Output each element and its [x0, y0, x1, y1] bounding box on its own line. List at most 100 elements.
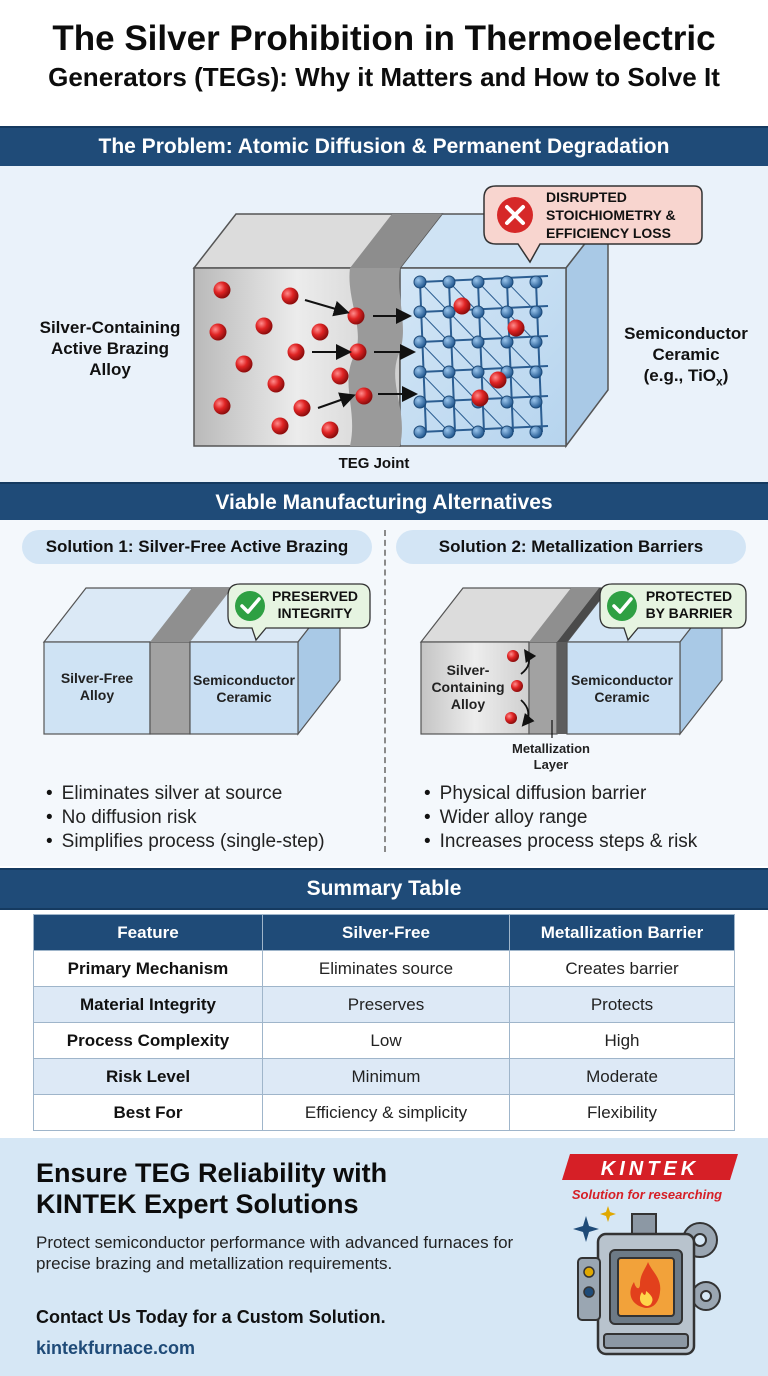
- cta-headline-line: Ensure TEG Reliability with: [36, 1158, 388, 1188]
- diffusion-arrow: [317, 392, 356, 409]
- table-cell: Creates barrier: [509, 950, 735, 987]
- table-cell: Material Integrity: [33, 986, 263, 1023]
- lattice-bond: [477, 281, 508, 313]
- silver-atom: [281, 287, 299, 305]
- callout-line: STOICHIOMETRY &: [546, 207, 676, 223]
- solution1-title: Solution 1: Silver-Free Active Brazing: [22, 530, 372, 564]
- lattice-atom: [529, 275, 543, 289]
- bullet-item: Wider alloy range: [424, 806, 697, 830]
- lattice-atom: [471, 275, 485, 289]
- diffusion-diagram: DISRUPTED STOICHIOMETRY & EFFICIENCY LOS…: [192, 185, 703, 472]
- silver-atom: [349, 343, 367, 361]
- control-knob: [583, 1266, 595, 1278]
- silver-alloy-label: Silver-Containing Active Brazing Alloy: [20, 317, 200, 380]
- formula-close: ): [722, 366, 729, 385]
- table-row: Best For Efficiency & simplicity Flexibi…: [33, 1094, 735, 1131]
- silver-atom: [489, 371, 507, 389]
- table-cell: Flexibility: [509, 1094, 735, 1131]
- lattice-atom: [413, 365, 427, 379]
- s2-badge-line: PROTECTED: [646, 588, 732, 604]
- table-cell: Moderate: [509, 1058, 735, 1095]
- lattice-bond: [448, 341, 479, 373]
- layer-label: Metallization: [512, 741, 590, 756]
- s1-right-label: Ceramic: [216, 689, 271, 705]
- table-cell: Process Complexity: [33, 1022, 263, 1059]
- s2-ceramic-block: [566, 641, 681, 735]
- bullet-item: Eliminates silver at source: [46, 782, 325, 806]
- metallization-layer: [557, 642, 567, 734]
- lattice-atom: [442, 335, 456, 349]
- s1-left-label: Alloy: [80, 687, 114, 703]
- check-icon: [607, 591, 637, 621]
- lattice-atom: [500, 275, 514, 289]
- lattice-atom: [500, 425, 514, 439]
- silver-atom: [213, 281, 231, 299]
- lattice-bond: [419, 281, 450, 313]
- furnace-chimney: [631, 1213, 657, 1237]
- ceramic-lattice: [413, 275, 549, 439]
- s1-badge-line: PRESERVED: [272, 588, 358, 604]
- gear-icon-hub: [693, 1233, 707, 1247]
- s2-joint: [528, 641, 558, 735]
- lattice-atom: [413, 275, 427, 289]
- label-line: (e.g., TiOx): [606, 365, 766, 392]
- lattice-atom: [500, 335, 514, 349]
- callout-line: EFFICIENCY LOSS: [546, 225, 671, 241]
- s1-badge-bubble: [227, 583, 371, 642]
- lattice-atom: [529, 365, 543, 379]
- s2-right-label: Ceramic: [594, 689, 649, 705]
- error-icon-cross: [505, 205, 525, 225]
- lattice-bond: [506, 341, 537, 373]
- silver-atom: [255, 317, 273, 335]
- silver-atom: [453, 297, 471, 315]
- lattice-bond: [477, 341, 508, 373]
- kintek-logo: [562, 1154, 738, 1180]
- silver-atom: [507, 319, 525, 337]
- table-cell: Protects: [509, 986, 735, 1023]
- lattice-atom: [442, 365, 456, 379]
- lattice-bond: [419, 311, 450, 343]
- table-row: Process Complexity Low High: [33, 1022, 735, 1059]
- s2-left-label: Alloy: [451, 696, 485, 712]
- s2-badge-bubble: [599, 583, 747, 642]
- metallization-layer-top: [557, 588, 609, 642]
- page-title: The Silver Prohibition in Thermoelectric: [52, 19, 716, 58]
- lattice-bond: [419, 401, 450, 433]
- lattice-atom: [413, 425, 427, 439]
- contact-link[interactable]: Contact Us Today for a Custom Solution.: [36, 1307, 386, 1327]
- lattice-atom: [529, 425, 543, 439]
- check-icon-mark: [240, 597, 261, 614]
- table-cell: Low: [262, 1022, 510, 1059]
- silver-atom: [271, 417, 289, 435]
- s1-joint-top: [150, 588, 232, 642]
- silver-atom: [331, 367, 349, 385]
- lattice-bond: [419, 305, 549, 313]
- summary-banner: Summary Table: [0, 868, 768, 910]
- silver-free-block: [43, 641, 151, 735]
- silver-atom: [235, 355, 253, 373]
- problem-banner: The Problem: Atomic Diffusion & Permanen…: [0, 126, 768, 168]
- joint-top: [350, 214, 442, 268]
- solution2-diagram: Silver- Containing Alloy Semiconductor C…: [419, 583, 747, 772]
- kintek-logo-text: KINTEK: [601, 1158, 699, 1180]
- lattice-atom: [442, 395, 456, 409]
- label-line: Ceramic: [652, 345, 720, 364]
- label-line: Active Brazing: [50, 339, 170, 358]
- title-block: The Silver Prohibition in Thermoelectric…: [0, 18, 768, 94]
- website-link[interactable]: kintekfurnace.com: [36, 1338, 196, 1358]
- s2-right-label: Semiconductor: [571, 672, 673, 688]
- s1-badge-line: INTEGRITY: [278, 605, 353, 621]
- silver-atom: [355, 387, 373, 405]
- silver-atom: [505, 712, 517, 724]
- column-header: Metallization Barrier: [509, 914, 735, 951]
- lattice-bond: [448, 311, 479, 343]
- s2-joint-top: [529, 588, 599, 642]
- label-line: Semiconductor: [624, 324, 748, 343]
- lattice-atom: [529, 395, 543, 409]
- bullet-item: Increases process steps & risk: [424, 830, 698, 854]
- solution2-title: Solution 2: Metallization Barriers: [396, 530, 746, 564]
- table-cell: Preserves: [262, 986, 510, 1023]
- blocked-arrow: [520, 649, 537, 675]
- table-cell: Eliminates source: [262, 950, 510, 987]
- check-icon: [235, 591, 265, 621]
